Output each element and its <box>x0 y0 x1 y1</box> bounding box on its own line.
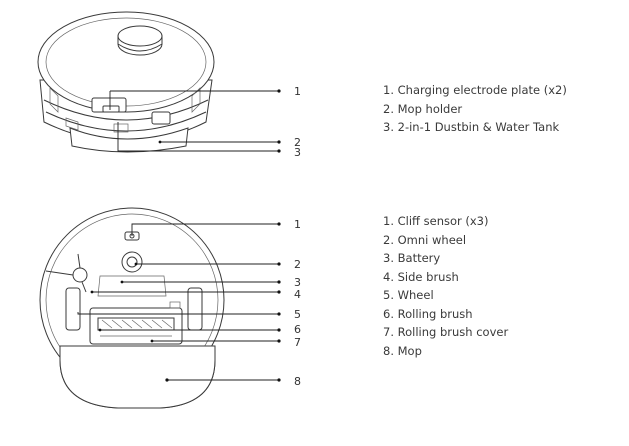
legend-item: 6. Rolling brush <box>383 306 473 321</box>
legend-item: 8. Mop <box>383 343 422 358</box>
legend-item: 4. Side brush <box>383 269 459 284</box>
legend-item: 3. 2-in-1 Dustbin & Water Tank <box>383 120 560 134</box>
callout-number: 8 <box>294 375 301 388</box>
callout-number: 5 <box>294 308 301 321</box>
legend-item: 2. Omni wheel <box>383 232 467 247</box>
callout-number: 1 <box>294 218 301 231</box>
top-view-callout-numbers: 1 2 3 <box>294 85 301 159</box>
legend-item: 1. Cliff sensor (x3) <box>383 214 489 228</box>
callout-number: 1 <box>294 85 301 98</box>
callout-number: 4 <box>294 288 301 301</box>
legend-item: 7. Rolling brush cover <box>383 325 509 339</box>
callout-number: 7 <box>294 336 301 349</box>
legend-item: 1. Charging electrode plate (x2) <box>383 83 567 97</box>
bottom-view-legend: 1. Cliff sensor (x3) 2. Omni wheel 3. Ba… <box>383 212 508 360</box>
bottom-view-callout-numbers: 1 2 3 4 5 6 7 8 <box>294 218 301 388</box>
callout-number: 2 <box>294 136 301 149</box>
callout-number: 6 <box>294 323 301 336</box>
legend-item: 3. Battery <box>383 251 441 265</box>
callout-number: 3 <box>294 276 301 289</box>
legend-item: 2. Mop holder <box>383 101 463 116</box>
robot-side-view-illustration <box>37 11 215 153</box>
callout-number: 2 <box>294 258 301 271</box>
top-view-leader-lines <box>109 89 281 153</box>
legend-item: 5. Wheel <box>383 288 434 302</box>
robot-bottom-view-illustration <box>39 207 225 409</box>
bottom-view-leader-lines <box>77 222 281 382</box>
callout-number: 3 <box>294 146 301 159</box>
top-view-legend: 1. Charging electrode plate (x2) 2. Mop … <box>383 81 567 137</box>
